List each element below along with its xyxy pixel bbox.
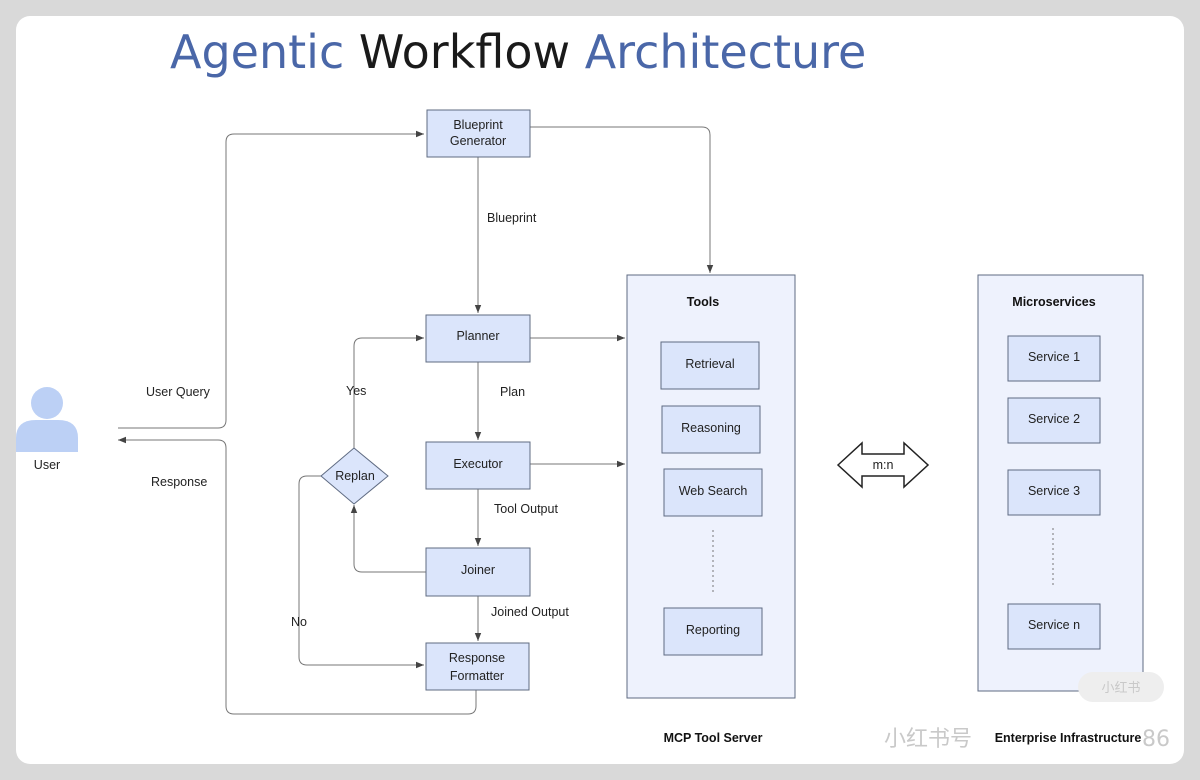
edge-user-query bbox=[118, 130, 424, 429]
double-arrow-icon bbox=[836, 441, 930, 489]
planner-label: Planner bbox=[456, 329, 499, 343]
replan-decision-node[interactable]: Replan bbox=[320, 447, 389, 505]
tool-reasoning-label: Reasoning bbox=[681, 421, 741, 435]
edge-no bbox=[298, 475, 424, 669]
no-label: No bbox=[291, 615, 307, 629]
tool-output-label: Tool Output bbox=[494, 502, 558, 516]
diagram-canvas: Agentic Workflow Architecture User User … bbox=[16, 16, 1184, 764]
relation-label: m:n bbox=[873, 458, 894, 472]
executor-label: Executor bbox=[453, 457, 502, 471]
yes-label: Yes bbox=[346, 384, 366, 398]
tool-reporting-label: Reporting bbox=[686, 623, 740, 637]
title-part-workflow: Workflow bbox=[359, 25, 570, 79]
enterprise-infrastructure-caption: Enterprise Infrastructure bbox=[995, 731, 1142, 745]
service-1-label: Service 1 bbox=[1028, 350, 1080, 364]
response-label: Response bbox=[151, 475, 207, 489]
planner-node[interactable]: Planner bbox=[425, 314, 531, 363]
service-2[interactable]: Service 2 bbox=[1007, 397, 1101, 444]
edge-joiner-to-replan bbox=[350, 505, 426, 573]
diagram-title: Agentic Workflow Architecture bbox=[170, 25, 866, 79]
tool-reasoning[interactable]: Reasoning bbox=[661, 405, 761, 454]
joiner-node[interactable]: Joiner bbox=[425, 547, 531, 597]
service-n-label: Service n bbox=[1028, 618, 1080, 632]
service-2-label: Service 2 bbox=[1028, 412, 1080, 426]
tool-reporting[interactable]: Reporting bbox=[663, 607, 763, 656]
service-n[interactable]: Service n bbox=[1007, 603, 1101, 650]
edge-generator-to-tools bbox=[530, 126, 714, 273]
response-formatter-node[interactable]: Response Formatter bbox=[425, 642, 530, 691]
watermark: 小红书 小红书号 86 bbox=[884, 672, 1170, 752]
tool-web-search[interactable]: Web Search bbox=[663, 468, 763, 517]
connectors bbox=[118, 126, 714, 715]
edge-yes bbox=[353, 334, 424, 448]
user-query-label: User Query bbox=[146, 385, 211, 399]
edge-response bbox=[118, 436, 477, 715]
watermark-badge bbox=[1078, 672, 1164, 702]
microservices-panel: Microservices Service 1 Service 2 Servic… bbox=[977, 274, 1144, 692]
tools-panel: Tools Retrieval Reasoning Web Search Rep… bbox=[626, 274, 796, 699]
tool-web-search-label: Web Search bbox=[679, 484, 748, 498]
tools-header: Tools bbox=[687, 295, 719, 309]
title-part-architecture: Architecture bbox=[585, 25, 867, 79]
mcp-tool-server-caption: MCP Tool Server bbox=[664, 731, 763, 745]
joined-output-label: Joined Output bbox=[491, 605, 569, 619]
tool-retrieval-label: Retrieval bbox=[685, 357, 734, 371]
watermark-badge-text: 小红书 bbox=[1101, 680, 1140, 696]
service-1[interactable]: Service 1 bbox=[1007, 335, 1101, 382]
user-icon bbox=[16, 387, 78, 452]
executor-node[interactable]: Executor bbox=[425, 441, 531, 490]
response-formatter-label-line1: Response bbox=[449, 651, 505, 665]
blueprint-generator-label-line1: Blueprint bbox=[453, 118, 503, 132]
plan-label: Plan bbox=[500, 385, 525, 399]
joiner-label: Joiner bbox=[461, 563, 495, 577]
microservices-header: Microservices bbox=[1012, 295, 1095, 309]
replan-label: Replan bbox=[335, 469, 375, 483]
blueprint-generator-label-line2: Generator bbox=[450, 134, 506, 148]
user-label: User bbox=[34, 458, 60, 472]
tool-retrieval[interactable]: Retrieval bbox=[660, 341, 760, 390]
blueprint-generator-node[interactable]: Blueprint Generator bbox=[426, 109, 531, 158]
title-part-agentic: Agentic bbox=[170, 25, 344, 79]
service-3[interactable]: Service 3 bbox=[1007, 469, 1101, 516]
blueprint-label: Blueprint bbox=[487, 211, 537, 225]
watermark-text: 小红书号 bbox=[884, 727, 972, 752]
response-formatter-label-line2: Formatter bbox=[450, 669, 504, 683]
diagram-svg: Agentic Workflow Architecture User User … bbox=[16, 25, 1170, 752]
watermark-number: 86 bbox=[1142, 727, 1170, 752]
service-3-label: Service 3 bbox=[1028, 484, 1080, 498]
